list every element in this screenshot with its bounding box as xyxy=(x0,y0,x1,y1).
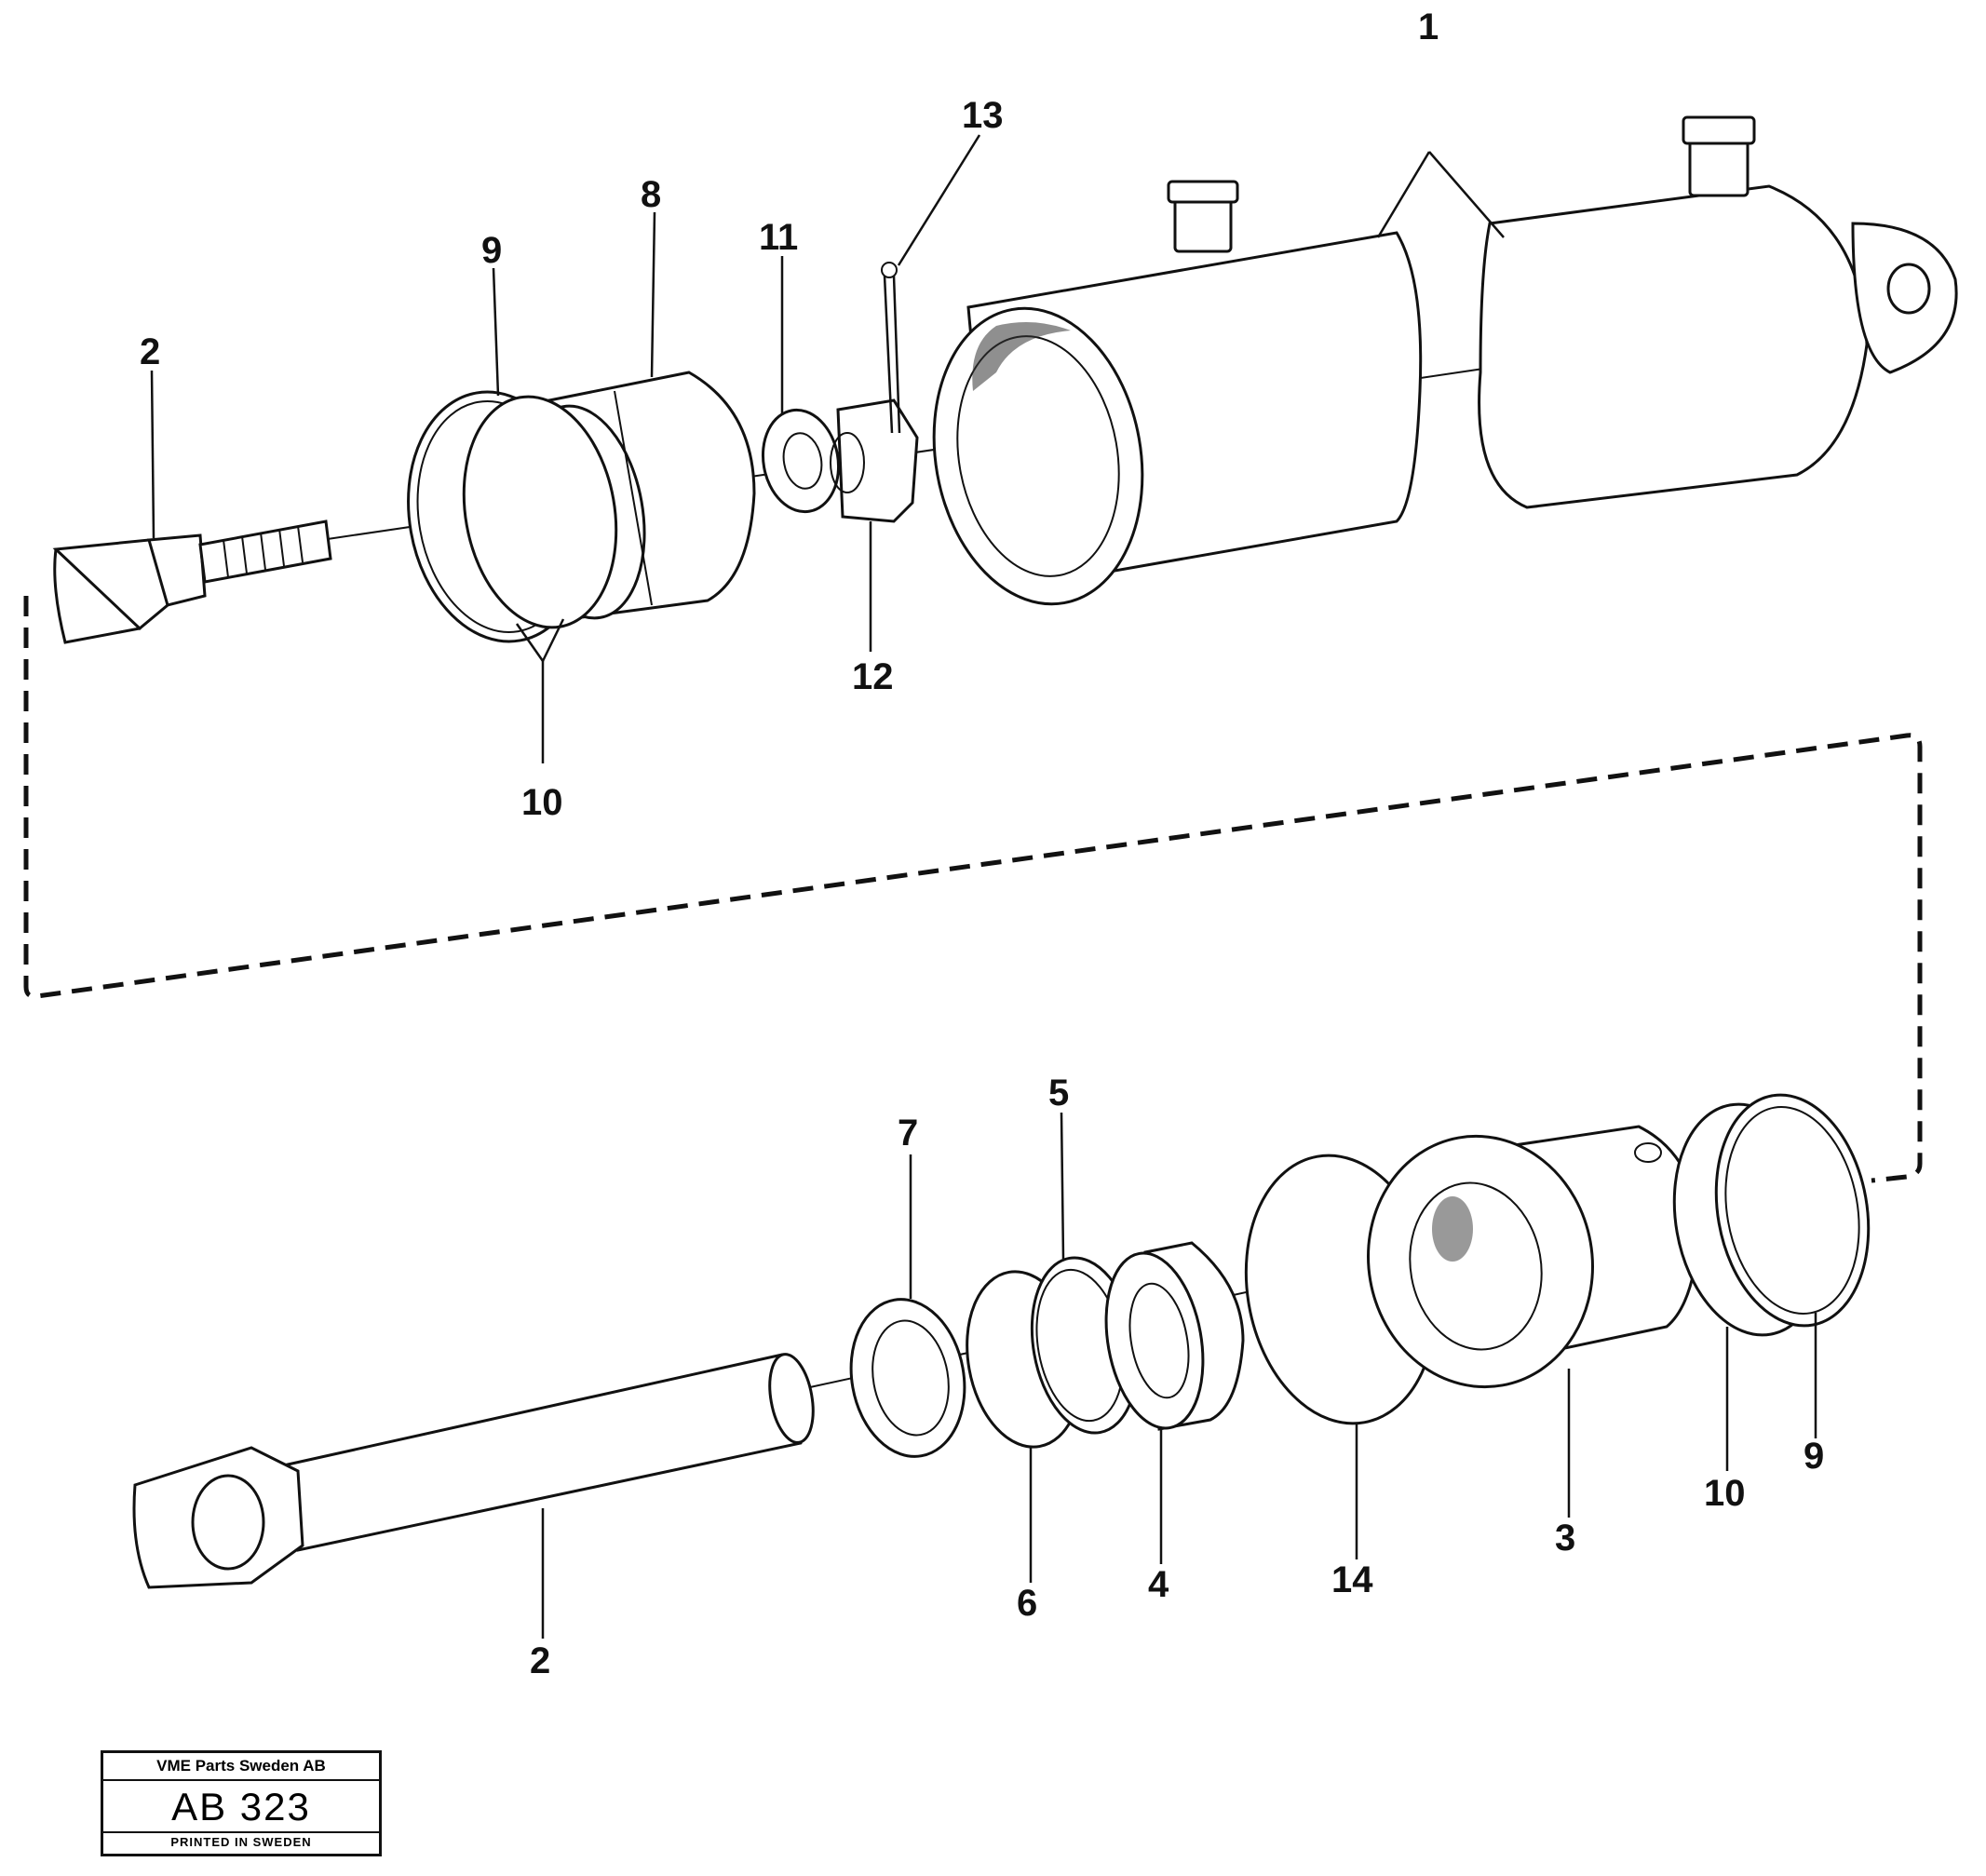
seal-rings-lower xyxy=(1672,1093,1871,1337)
callout-11: 11 xyxy=(759,217,798,258)
callout-5: 5 xyxy=(1048,1073,1069,1113)
callout-8: 8 xyxy=(641,174,661,215)
dashed-connector-line xyxy=(23,596,1923,1183)
seal-rings-upper xyxy=(407,390,618,643)
callout-14: 14 xyxy=(1331,1559,1373,1600)
drawing-stamp: VME Parts Sweden AB AB 323 PRINTED IN SW… xyxy=(101,1750,382,1856)
washer xyxy=(761,408,841,514)
cylinder-head xyxy=(1367,1125,1701,1389)
callout-9-upper: 9 xyxy=(481,230,502,271)
leader-lines xyxy=(150,134,1817,1639)
stamp-drawing-code: AB 323 xyxy=(171,1785,311,1829)
stamp-printed-in: PRINTED IN SWEDEN xyxy=(103,1831,379,1852)
cylinder-tube xyxy=(932,115,1958,606)
stamp-company: VME Parts Sweden AB xyxy=(103,1753,379,1781)
callout-9-lower: 9 xyxy=(1804,1436,1824,1477)
callout-2-upper: 2 xyxy=(140,331,160,372)
cotter-pin xyxy=(881,262,901,434)
wiper-seal xyxy=(849,1298,966,1458)
bushing xyxy=(1104,1241,1245,1431)
callout-10-lower: 10 xyxy=(1704,1473,1746,1514)
castle-nut xyxy=(830,398,919,523)
callout-13: 13 xyxy=(962,95,1004,136)
callout-10-upper: 10 xyxy=(521,782,563,823)
piston-rod-bottom xyxy=(132,1353,815,1589)
callout-1: 1 xyxy=(1418,7,1439,47)
callout-6: 6 xyxy=(1017,1583,1037,1624)
callout-7: 7 xyxy=(898,1113,918,1154)
callout-2-lower: 2 xyxy=(530,1640,550,1681)
callout-4: 4 xyxy=(1148,1564,1169,1605)
callout-12: 12 xyxy=(852,656,894,697)
callout-3: 3 xyxy=(1555,1518,1575,1559)
piston-rod-top xyxy=(52,520,332,644)
